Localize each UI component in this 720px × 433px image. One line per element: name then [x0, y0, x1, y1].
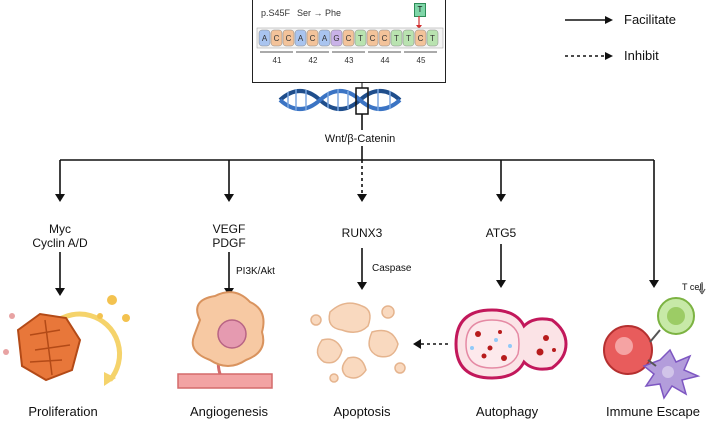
sequence-base-cell	[294, 29, 307, 47]
codon-number: 44	[380, 56, 390, 65]
legend-facilitate-label: Facilitate	[624, 12, 677, 27]
sequence-base-cell	[414, 29, 427, 47]
sequence-base-letter: C	[382, 34, 388, 43]
sequence-base-letter: T	[406, 34, 411, 43]
sequence-base-cell	[282, 29, 295, 47]
amino-acid-change-label: Ser → Phe	[297, 8, 342, 18]
sequence-base-cell	[378, 29, 391, 47]
outcome-apoptosis: Apoptosis	[333, 404, 391, 419]
mediator-myc: Myc	[49, 222, 71, 236]
sequence-base-letter: T	[430, 34, 435, 43]
pathway-label: Wnt/β-Catenin	[324, 133, 396, 145]
mediator-pdgf: PDGF	[212, 236, 246, 250]
sequence-base-letter: C	[418, 34, 424, 43]
sequence-base-cell	[270, 29, 283, 47]
apoptosis-icon	[310, 302, 406, 383]
sequence-base-cell	[366, 29, 379, 47]
outcome-proliferation: Proliferation	[28, 404, 98, 419]
angiogenesis-icon	[177, 291, 273, 389]
mutant-base: T	[414, 3, 426, 17]
outcome-angiogenesis: Angiogenesis	[189, 404, 269, 419]
side-label-pi3k-akt: PI3K/Akt	[236, 266, 275, 277]
sequence-base-letter: A	[262, 34, 268, 43]
immune-escape-icon	[603, 282, 706, 400]
mediator-atg5: ATG5	[485, 226, 517, 240]
codon-number: 43	[344, 56, 354, 65]
sequence-base-letter: A	[322, 34, 328, 43]
autophagy-icon	[454, 308, 568, 380]
proliferation-icon	[3, 295, 130, 386]
side-label-caspase: Caspase	[372, 263, 412, 274]
sequence-base-cell	[306, 29, 319, 47]
sequence-base-cell	[426, 29, 439, 47]
sequence-base-letter: C	[286, 34, 292, 43]
outcome-autophagy: Autophagy	[475, 404, 539, 419]
mediator-vegf: VEGF	[212, 222, 246, 236]
sequence-base-cell	[330, 29, 343, 47]
sequence-base-letter: C	[370, 34, 376, 43]
sequence-base-cell	[402, 29, 415, 47]
sequence-base-cell	[258, 29, 271, 47]
sequence-base-letter: A	[298, 34, 304, 43]
codon-number: 42	[308, 56, 318, 65]
side-label-t-cell: T cell	[682, 282, 704, 292]
codon-number: 41	[272, 56, 282, 65]
outcome-immune-escape: Immune Escape	[606, 404, 700, 419]
sequence-base-letter: T	[394, 34, 399, 43]
mutation-label: p.S45F	[261, 8, 291, 18]
sequence-base-cell	[342, 29, 355, 47]
sequence-base-letter: G	[333, 34, 339, 43]
sequence-base-letter: C	[346, 34, 352, 43]
sequence-base-cell	[318, 29, 331, 47]
codon-number: 45	[416, 56, 426, 65]
sequence-base-cell	[354, 29, 367, 47]
legend-inhibit-label: Inhibit	[624, 48, 659, 63]
mediator-runx3: RUNX3	[341, 226, 383, 240]
sequence-base-letter: C	[274, 34, 280, 43]
sequence-base-letter: T	[358, 34, 363, 43]
sequence-base-cell	[390, 29, 403, 47]
mediator-cyclin: Cyclin A/D	[32, 236, 88, 250]
sequence-base-letter: C	[310, 34, 316, 43]
